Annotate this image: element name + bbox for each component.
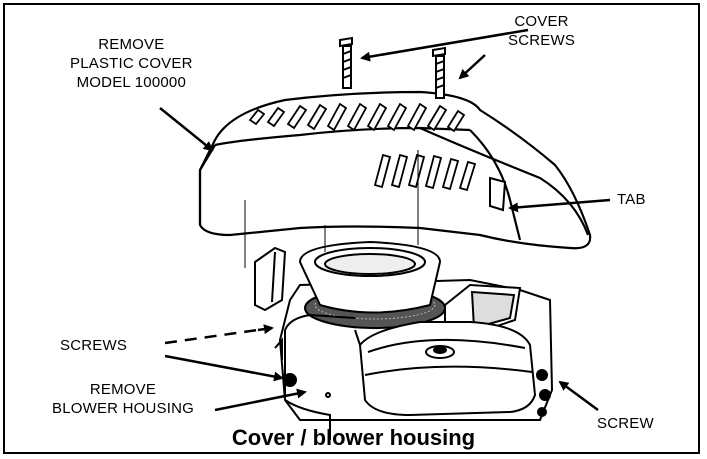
starter-handle xyxy=(254,246,287,312)
arrow-remove-cover xyxy=(159,107,214,152)
side-clip xyxy=(274,337,283,360)
label-remove-blower-housing: REMOVE BLOWER HOUSING xyxy=(52,381,194,417)
blower-housing-front xyxy=(284,313,361,398)
label-screw: SCREW xyxy=(597,415,654,432)
arrow-cover-screws-2 xyxy=(458,54,486,80)
cover-tab xyxy=(489,176,507,212)
arrow-remove-blower xyxy=(214,388,307,412)
label-remove-plastic-cover: REMOVE PLASTIC COVER MODEL 100000 xyxy=(70,36,193,91)
arrow-tab xyxy=(508,198,611,213)
label-screws: SCREWS xyxy=(60,337,128,354)
arrow-screw xyxy=(558,380,599,412)
screw-heads xyxy=(283,369,551,417)
label-tab: TAB xyxy=(617,191,646,208)
figure-caption: Cover / blower housing xyxy=(231,425,476,450)
fan-cup xyxy=(298,240,442,314)
arrow-screws-solid xyxy=(164,354,284,382)
arrow-cover-screws-1 xyxy=(360,28,529,62)
cover-screws xyxy=(339,36,446,99)
arrow-screws-dashed xyxy=(164,328,259,345)
diagram-frame xyxy=(3,3,700,454)
alignment-lines xyxy=(244,150,419,268)
cover-vent-slots xyxy=(248,102,477,192)
label-cover-screws: COVER SCREWS xyxy=(508,13,576,49)
callout-arrows xyxy=(159,28,611,412)
muffler-cover xyxy=(358,321,537,417)
